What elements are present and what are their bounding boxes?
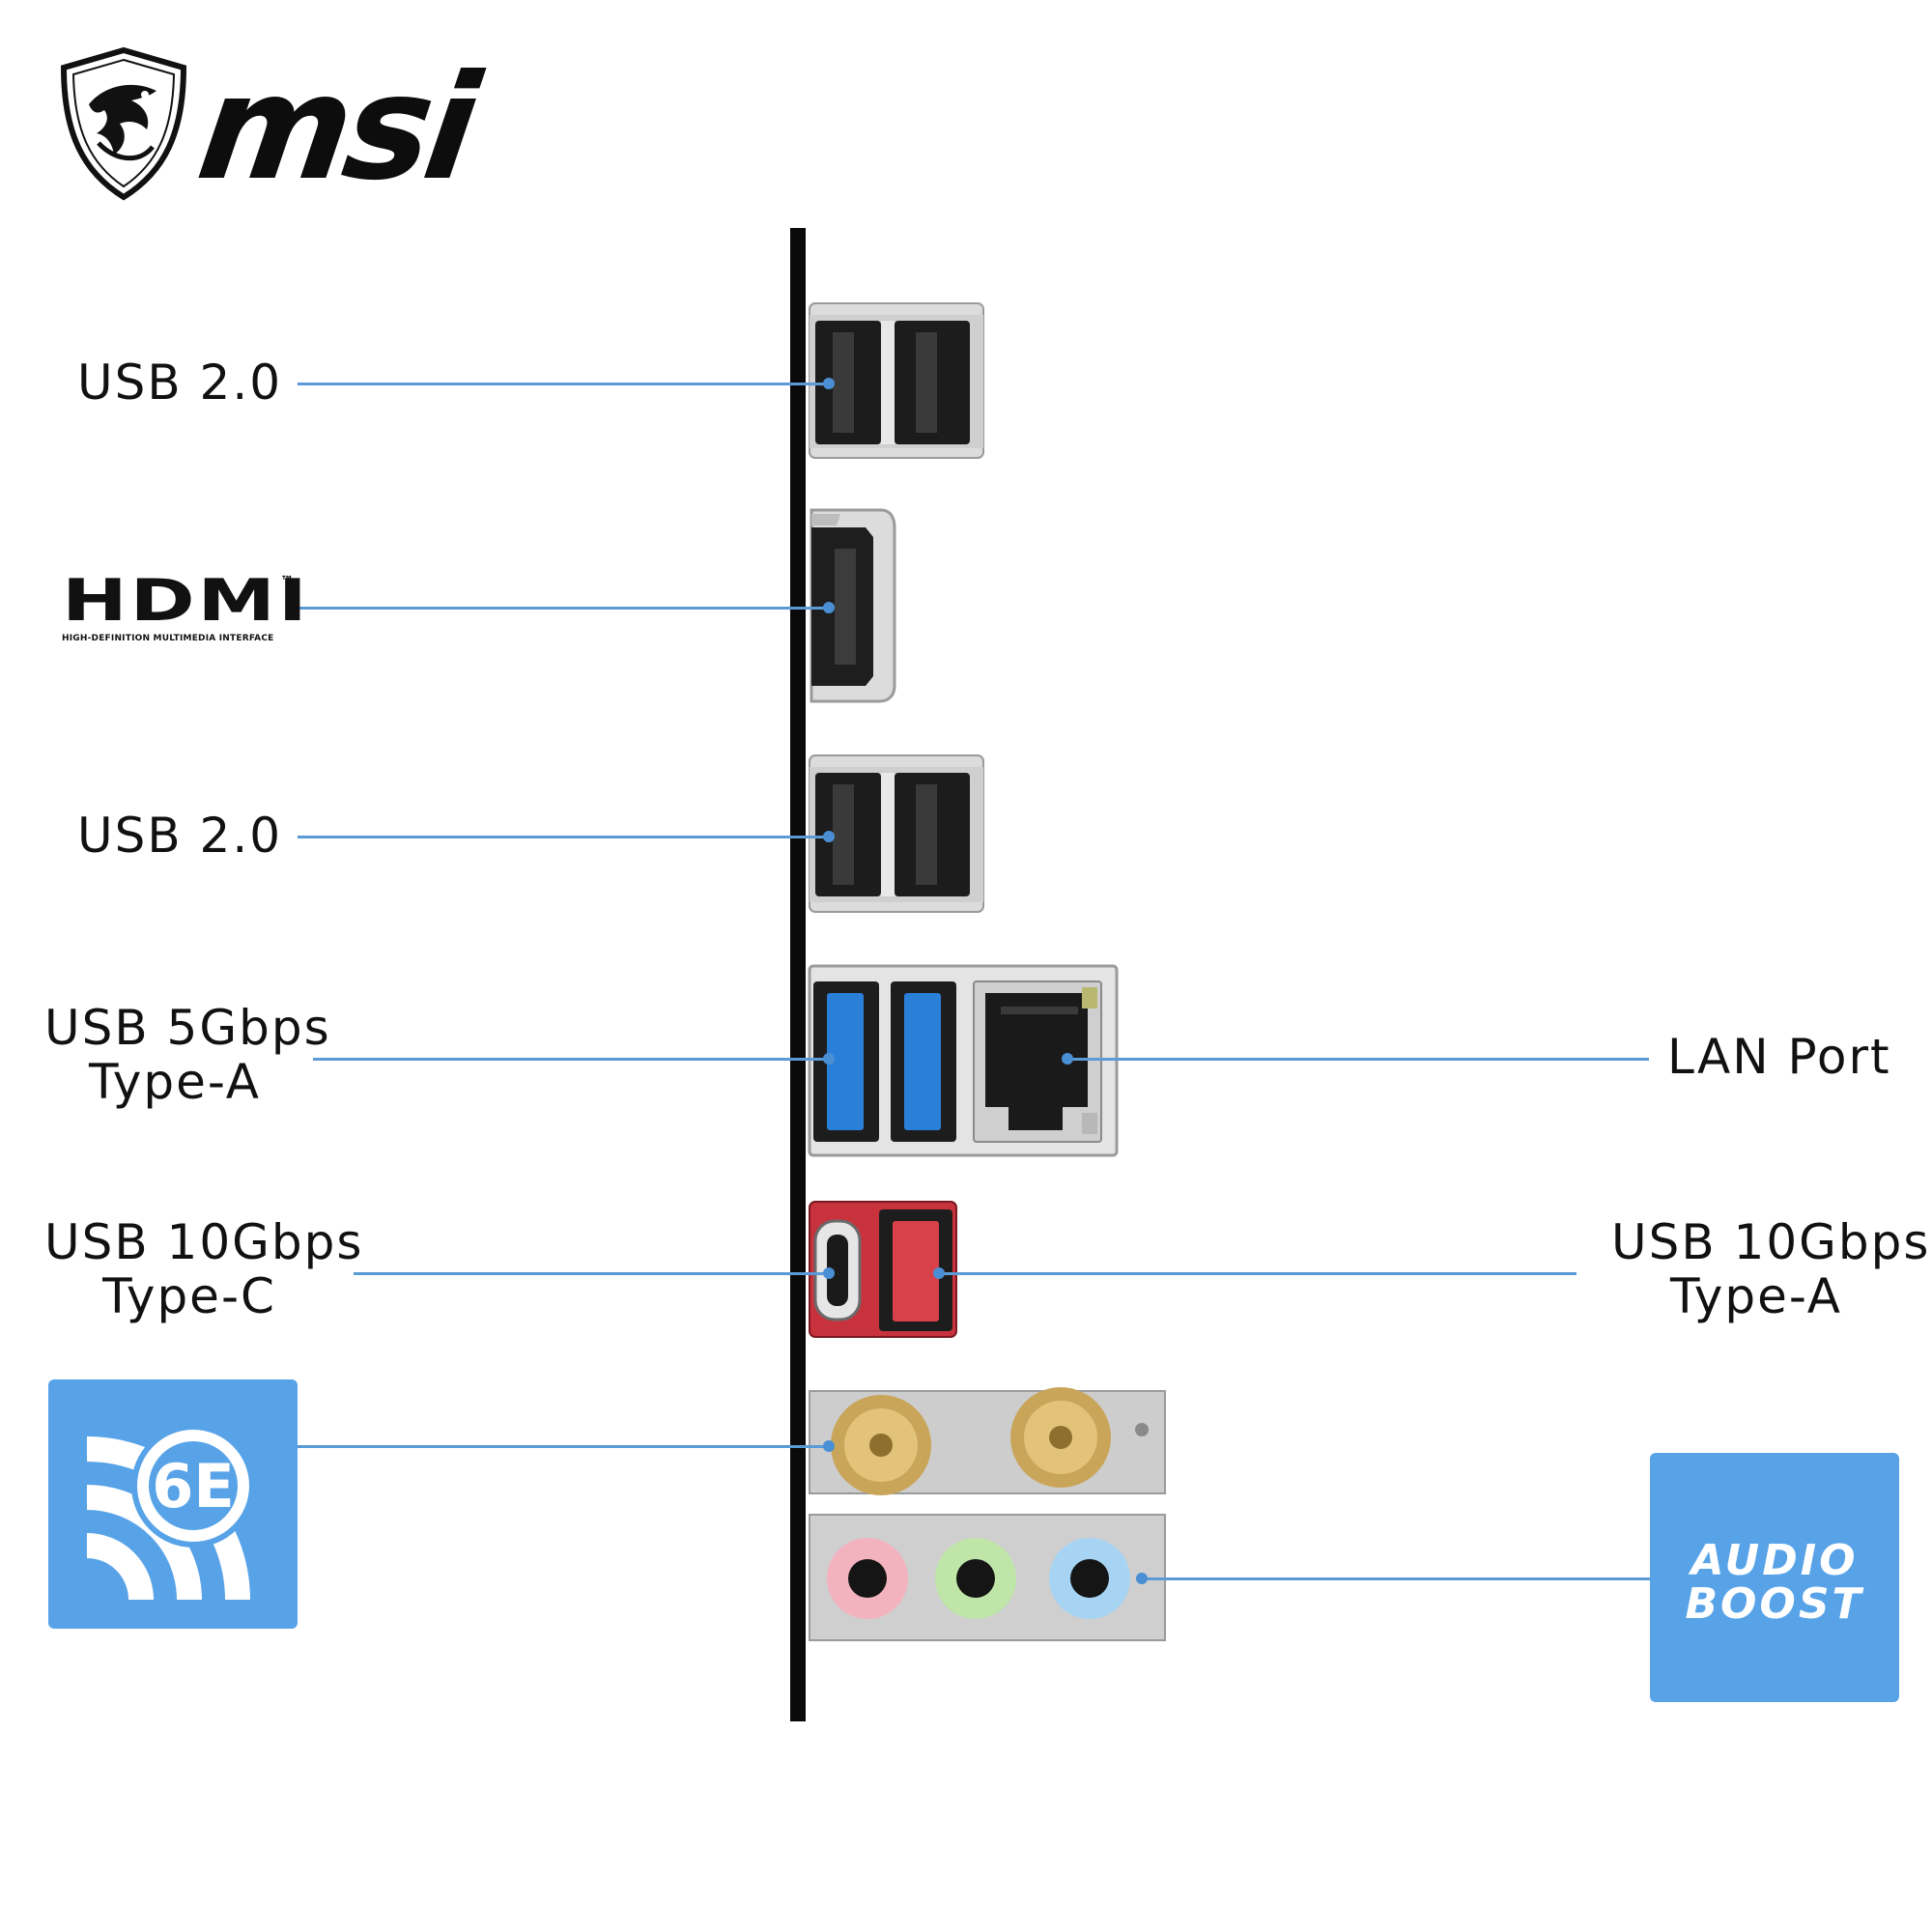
hdmi-subtitle: HIGH-DEFINITION MULTIMEDIA INTERFACE (62, 634, 274, 643)
usb2-mid-dot (823, 831, 835, 842)
audio-jack-block (809, 1514, 1166, 1641)
lan-leader (1067, 1058, 1649, 1061)
hdmi-logo: HDMI ™ HIGH-DEFINITION MULTIMEDIA INTERF… (62, 572, 307, 643)
label-usb10a: USB 10Gbps Type-A (1611, 1214, 1931, 1324)
label-usb10c-line2: Type-C (102, 1268, 276, 1324)
label-usb10a-line2: Type-A (1670, 1268, 1842, 1324)
hdmi-leader (298, 607, 829, 610)
audio-boost-badge: AUDIO BOOST (1650, 1453, 1899, 1702)
wifi-dot (823, 1440, 835, 1452)
usb2-mid-leader (298, 836, 829, 838)
dragon-shield-icon (60, 46, 187, 201)
audio-dot (1136, 1573, 1148, 1584)
audio-leader (1142, 1577, 1650, 1580)
io-ports-illustration (808, 302, 1166, 1641)
usb2-top-port[interactable] (809, 302, 984, 459)
lan-dot (1062, 1053, 1073, 1065)
label-usb2-mid: USB 2.0 (77, 808, 283, 864)
label-usb10c-line1: USB 10Gbps (44, 1214, 364, 1270)
wifi-leader (298, 1445, 829, 1448)
usb2-top-dot (823, 378, 835, 389)
usb2-mid-port[interactable] (809, 754, 984, 913)
usb10a-leader (939, 1272, 1577, 1275)
usb5-dot (823, 1053, 835, 1065)
label-usb5: USB 5Gbps Type-A (44, 1000, 331, 1110)
wifi-6e-text: 6E (152, 1451, 235, 1521)
msi-wordmark: msi (188, 44, 483, 213)
usb5-lan-block (808, 964, 1119, 1157)
usb2-top-leader (298, 383, 829, 385)
usb10c-leader (354, 1272, 829, 1275)
io-panel-edge (790, 228, 806, 1721)
label-usb10c: USB 10Gbps Type-C (44, 1214, 364, 1324)
label-usb5-line2: Type-A (89, 1054, 261, 1110)
label-usb5-line1: USB 5Gbps (44, 1000, 331, 1056)
usb10a-dot (933, 1267, 945, 1279)
audio-boost-line1: AUDIO (1690, 1536, 1859, 1585)
hdmi-wordmark: HDMI (62, 567, 310, 635)
wifi-icon: 6E (86, 1424, 255, 1601)
hdmi-trademark: ™ (280, 574, 294, 589)
usb10-block (809, 1201, 957, 1338)
audio-boost-line2: BOOST (1685, 1578, 1864, 1629)
label-usb10a-line1: USB 10Gbps (1611, 1214, 1931, 1270)
usb10c-dot (823, 1267, 835, 1279)
wifi-6e-badge: 6E (48, 1379, 298, 1629)
hdmi-dot (823, 602, 835, 613)
wifi-antenna-block (809, 1387, 1166, 1495)
audio-boost-text: AUDIO BOOST (1650, 1536, 1899, 1629)
usb5-leader (313, 1058, 829, 1061)
label-usb2-top: USB 2.0 (77, 355, 283, 411)
hdmi-port[interactable] (810, 508, 896, 703)
label-lan: LAN Port (1667, 1029, 1891, 1085)
